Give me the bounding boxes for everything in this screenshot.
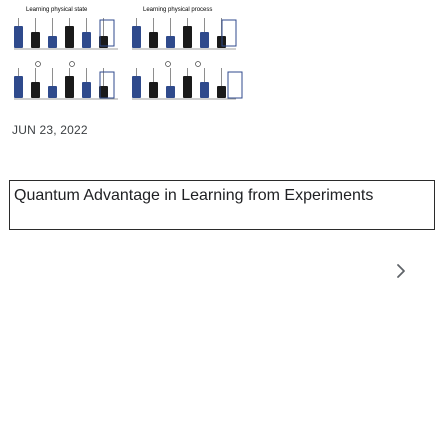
node-circle — [195, 61, 201, 67]
state-block — [99, 86, 108, 98]
state-block — [31, 82, 40, 98]
state-block — [132, 76, 141, 98]
next-button[interactable] — [390, 260, 412, 282]
circuit-diagram — [14, 18, 243, 100]
node-circle — [165, 61, 171, 67]
state-block — [48, 86, 57, 98]
memory-box — [99, 19, 115, 47]
state-block — [166, 36, 175, 48]
thumbnail-label-right: Learning physical process — [143, 7, 212, 13]
state-block — [31, 32, 40, 48]
state-block — [149, 32, 158, 48]
state-block — [200, 82, 209, 98]
state-block — [132, 26, 141, 48]
memory-box — [99, 71, 115, 99]
state-block — [200, 32, 209, 48]
node-circle — [35, 61, 41, 67]
state-block — [183, 26, 192, 48]
state-block — [82, 32, 91, 48]
state-block — [166, 86, 175, 98]
post-title: Quantum Advantage in Learning from Exper… — [14, 187, 374, 204]
state-block — [183, 76, 192, 98]
post-date: JUN 23, 2022 — [12, 123, 88, 137]
state-block — [14, 26, 23, 48]
post-thumbnail[interactable]: Learning physical state Learning physica… — [8, 2, 248, 110]
state-block — [82, 82, 91, 98]
state-block — [48, 36, 57, 48]
state-block — [65, 26, 74, 48]
chevron-right-icon — [397, 264, 405, 278]
memory-box — [227, 71, 243, 99]
thumbnail-label-left: Learning physical state — [26, 7, 88, 13]
node-circle — [69, 61, 75, 67]
state-block — [65, 76, 74, 98]
state-block — [14, 76, 23, 98]
state-block — [99, 36, 108, 48]
state-block — [217, 86, 226, 98]
memory-box — [221, 19, 237, 47]
state-block — [149, 82, 158, 98]
post-title-link[interactable]: Quantum Advantage in Learning from Exper… — [9, 180, 435, 230]
thumbnail-illustration: Learning physical state Learning physica… — [14, 7, 243, 100]
